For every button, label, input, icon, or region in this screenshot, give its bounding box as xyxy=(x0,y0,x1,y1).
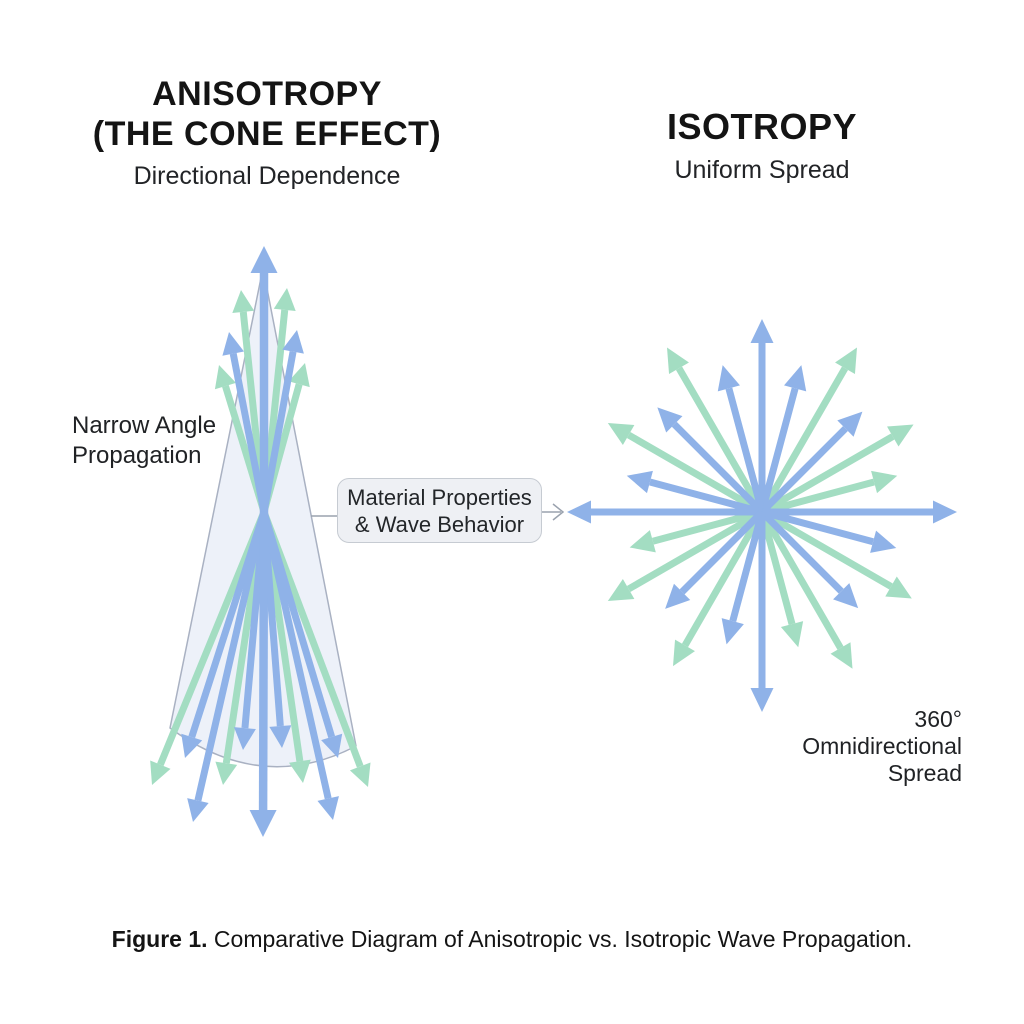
cone-arrow-14-head xyxy=(269,725,292,748)
isotropy-subtitle: Uniform Spread xyxy=(674,156,850,184)
cone-arrow-5-head xyxy=(215,761,238,785)
cone-arrow-16-head xyxy=(321,733,343,758)
narrow-angle-label: Narrow Angle Propagation xyxy=(72,412,217,469)
starburst-ray-270deg-head xyxy=(750,688,774,712)
starburst-ray-90deg-head xyxy=(750,319,774,343)
cone-arrow-15-shaft xyxy=(260,511,332,800)
starburst-ray-120deg-shaft xyxy=(675,366,766,514)
cone-arrow-0-head xyxy=(214,365,236,390)
figure-caption: Figure 1. Comparative Diagram of Anisotr… xyxy=(0,926,1024,953)
cone-arrow-17-shaft xyxy=(258,511,269,811)
starburst-ray-285deg-shaft xyxy=(758,511,796,625)
starburst-ray-255deg-shaft xyxy=(729,511,766,623)
cone-arrow-4-head xyxy=(150,760,171,785)
starburst-ray-285deg-head xyxy=(780,621,804,648)
cone-arrow-6-head xyxy=(288,759,311,783)
starburst-ray-0deg-head xyxy=(933,500,957,524)
anisotropy-title-line1: ANISOTROPY xyxy=(152,75,382,113)
cone-arrow-12-head xyxy=(187,798,209,822)
starburst-ray-105deg-head xyxy=(717,365,740,392)
starburst-ray-30deg-head xyxy=(887,424,914,447)
starburst-ray-210deg-shaft xyxy=(626,508,764,593)
cone-arrow-1-head xyxy=(288,363,310,388)
starburst-ray-60deg-shaft xyxy=(758,366,849,514)
starburst-ray-345deg-shaft xyxy=(761,508,874,546)
cone-arrow-9-head xyxy=(282,330,304,354)
starburst-ray-240deg-head xyxy=(673,639,695,667)
starburst-ray-105deg-shaft xyxy=(725,387,766,513)
starburst-ray-195deg-head xyxy=(629,530,656,553)
starburst-ray-330deg-head xyxy=(885,576,912,599)
anisotropy-title-line2: (THE CONE EFFECT) xyxy=(92,115,442,153)
box-arrowhead-chevron xyxy=(552,503,565,521)
starburst-ray-315deg-shaft xyxy=(759,509,844,594)
starburst-ray-30deg-shaft xyxy=(760,433,895,516)
starburst-ray-120deg-head xyxy=(667,347,689,374)
starburst-ray-330deg-shaft xyxy=(760,508,893,590)
omnidirectional-label: 360° Omnidirectional Spread xyxy=(802,706,962,786)
cone-arrow-16-shaft xyxy=(260,510,336,738)
starburst-ray-345deg-head xyxy=(870,530,897,553)
anisotropy-subtitle: Directional Dependence xyxy=(133,162,401,190)
cone-arrow-4-shaft xyxy=(157,510,268,766)
starburst-ray-255deg-head xyxy=(721,618,744,645)
cone-arrow-2-head xyxy=(232,290,255,314)
starburst-ray-135deg-head xyxy=(657,407,683,433)
cone-arrow-8-shaft xyxy=(229,352,268,513)
starburst-ray-135deg-shaft xyxy=(671,421,765,515)
cone-arrow-10-head xyxy=(250,246,278,273)
starburst-ray-315deg-head xyxy=(833,583,859,609)
starburst-ray-150deg-head xyxy=(607,423,635,445)
starburst-ray-240deg-shaft xyxy=(681,510,766,648)
starburst-ray-225deg-shaft xyxy=(679,509,765,595)
starburst-ray-165deg-shaft xyxy=(649,478,763,516)
cone-arrow-13-head xyxy=(233,727,256,750)
cone-arrow-12-shaft xyxy=(194,511,268,802)
starburst-ray-210deg-head xyxy=(607,579,635,601)
isotropy-title: ISOTROPY xyxy=(666,106,858,147)
isotropy-title-block: ISOTROPY Uniform Spread xyxy=(587,106,937,185)
cone-arrow-15-head xyxy=(317,796,339,820)
starburst-ray-75deg-shaft xyxy=(758,387,799,513)
cone-arrow-7-head xyxy=(349,762,371,787)
starburst-ray-300deg-head xyxy=(830,642,853,669)
starburst-ray-45deg-shaft xyxy=(759,426,848,515)
starburst-ray-75deg-head xyxy=(784,365,807,392)
figure-caption-prefix: Figure 1. xyxy=(111,926,208,952)
starburst-ray-45deg-head xyxy=(837,411,863,437)
starburst-ray-300deg-shaft xyxy=(758,510,844,650)
cone-arrow-17-head xyxy=(249,809,277,837)
starburst-ray-60deg-head xyxy=(835,347,857,374)
starburst-ray-15deg-shaft xyxy=(761,478,875,516)
cone-arrow-9-shaft xyxy=(260,351,297,513)
starburst-ray-165deg-head xyxy=(626,470,653,494)
starburst-ray-15deg-head xyxy=(871,470,898,494)
starburst-ray-195deg-shaft xyxy=(651,508,763,545)
figure-caption-text: Comparative Diagram of Anisotropic vs. I… xyxy=(207,926,913,952)
starburst-ray-180deg-head xyxy=(567,500,591,524)
starburst-ray-150deg-shaft xyxy=(626,431,764,516)
anisotropy-title-block: ANISOTROPY (THE CONE EFFECT) Directional… xyxy=(42,74,492,191)
starburst-ray-225deg-head xyxy=(665,583,691,609)
material-properties-box: Material Properties & Wave Behavior xyxy=(337,478,542,543)
cone-arrow-11-head xyxy=(181,733,203,758)
cone-arrow-3-head xyxy=(273,288,296,312)
cone-arrow-8-head xyxy=(222,332,244,356)
